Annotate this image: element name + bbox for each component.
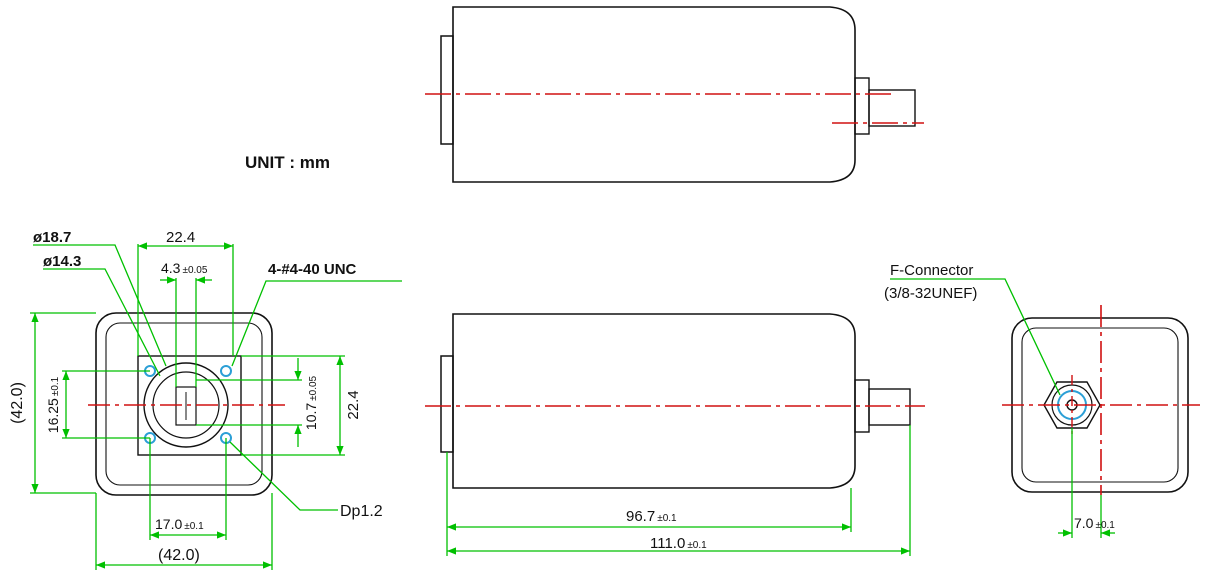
- thread-label: 4-#4-40 UNC: [268, 261, 357, 278]
- top-width-label: 22.4: [166, 229, 195, 246]
- hole-v-spacing-label: 16.25±0.1: [45, 376, 61, 433]
- bottom-side-view: [425, 313, 925, 489]
- front-slot: [175, 386, 197, 426]
- dia-inner-label: ø14.3: [43, 253, 81, 270]
- bottom-body-flange: [440, 355, 454, 453]
- top-connector-nut: [854, 77, 870, 135]
- top-side-view: [425, 6, 924, 183]
- hole-h-spacing-label: 17.0±0.1: [155, 516, 204, 532]
- rear-view: [1002, 305, 1200, 495]
- dia-outer-label: ø18.7: [33, 229, 71, 246]
- rear-dimensions: [890, 278, 1115, 538]
- overall-height-label: (42.0): [9, 382, 26, 424]
- connector-name-label: F-Connector: [890, 262, 973, 279]
- bottom-connector-shaft: [868, 388, 911, 426]
- front-dimensions: [30, 242, 402, 570]
- slot-height-label: 10.7±0.05: [303, 375, 319, 430]
- offset-label: 7.0±0.1: [1074, 515, 1115, 531]
- right-height-label: 22.4: [345, 390, 362, 419]
- depth-label: Dp1.2: [340, 503, 383, 520]
- connector-thread-label: (3/8-32UNEF): [884, 285, 977, 302]
- side-dimensions: [446, 425, 911, 556]
- front-view: [88, 312, 285, 496]
- top-body-outline: [452, 6, 856, 183]
- slot-width-label: 4.3±0.05: [161, 260, 208, 276]
- mount-hole-top-right: [220, 365, 232, 377]
- top-connector-shaft: [868, 89, 916, 127]
- top-body-flange: [440, 35, 454, 145]
- front-inner-square: [105, 322, 263, 486]
- bottom-body-outline: [452, 313, 856, 489]
- overall-width-label: (42.0): [158, 547, 200, 564]
- body-length-label: 96.7±0.1: [626, 508, 677, 525]
- total-length-label: 111.0±0.1: [650, 535, 707, 552]
- unit-label: UNIT : mm: [245, 153, 330, 172]
- front-outer-square: [95, 312, 273, 496]
- connector-hex-nut: [1043, 381, 1101, 429]
